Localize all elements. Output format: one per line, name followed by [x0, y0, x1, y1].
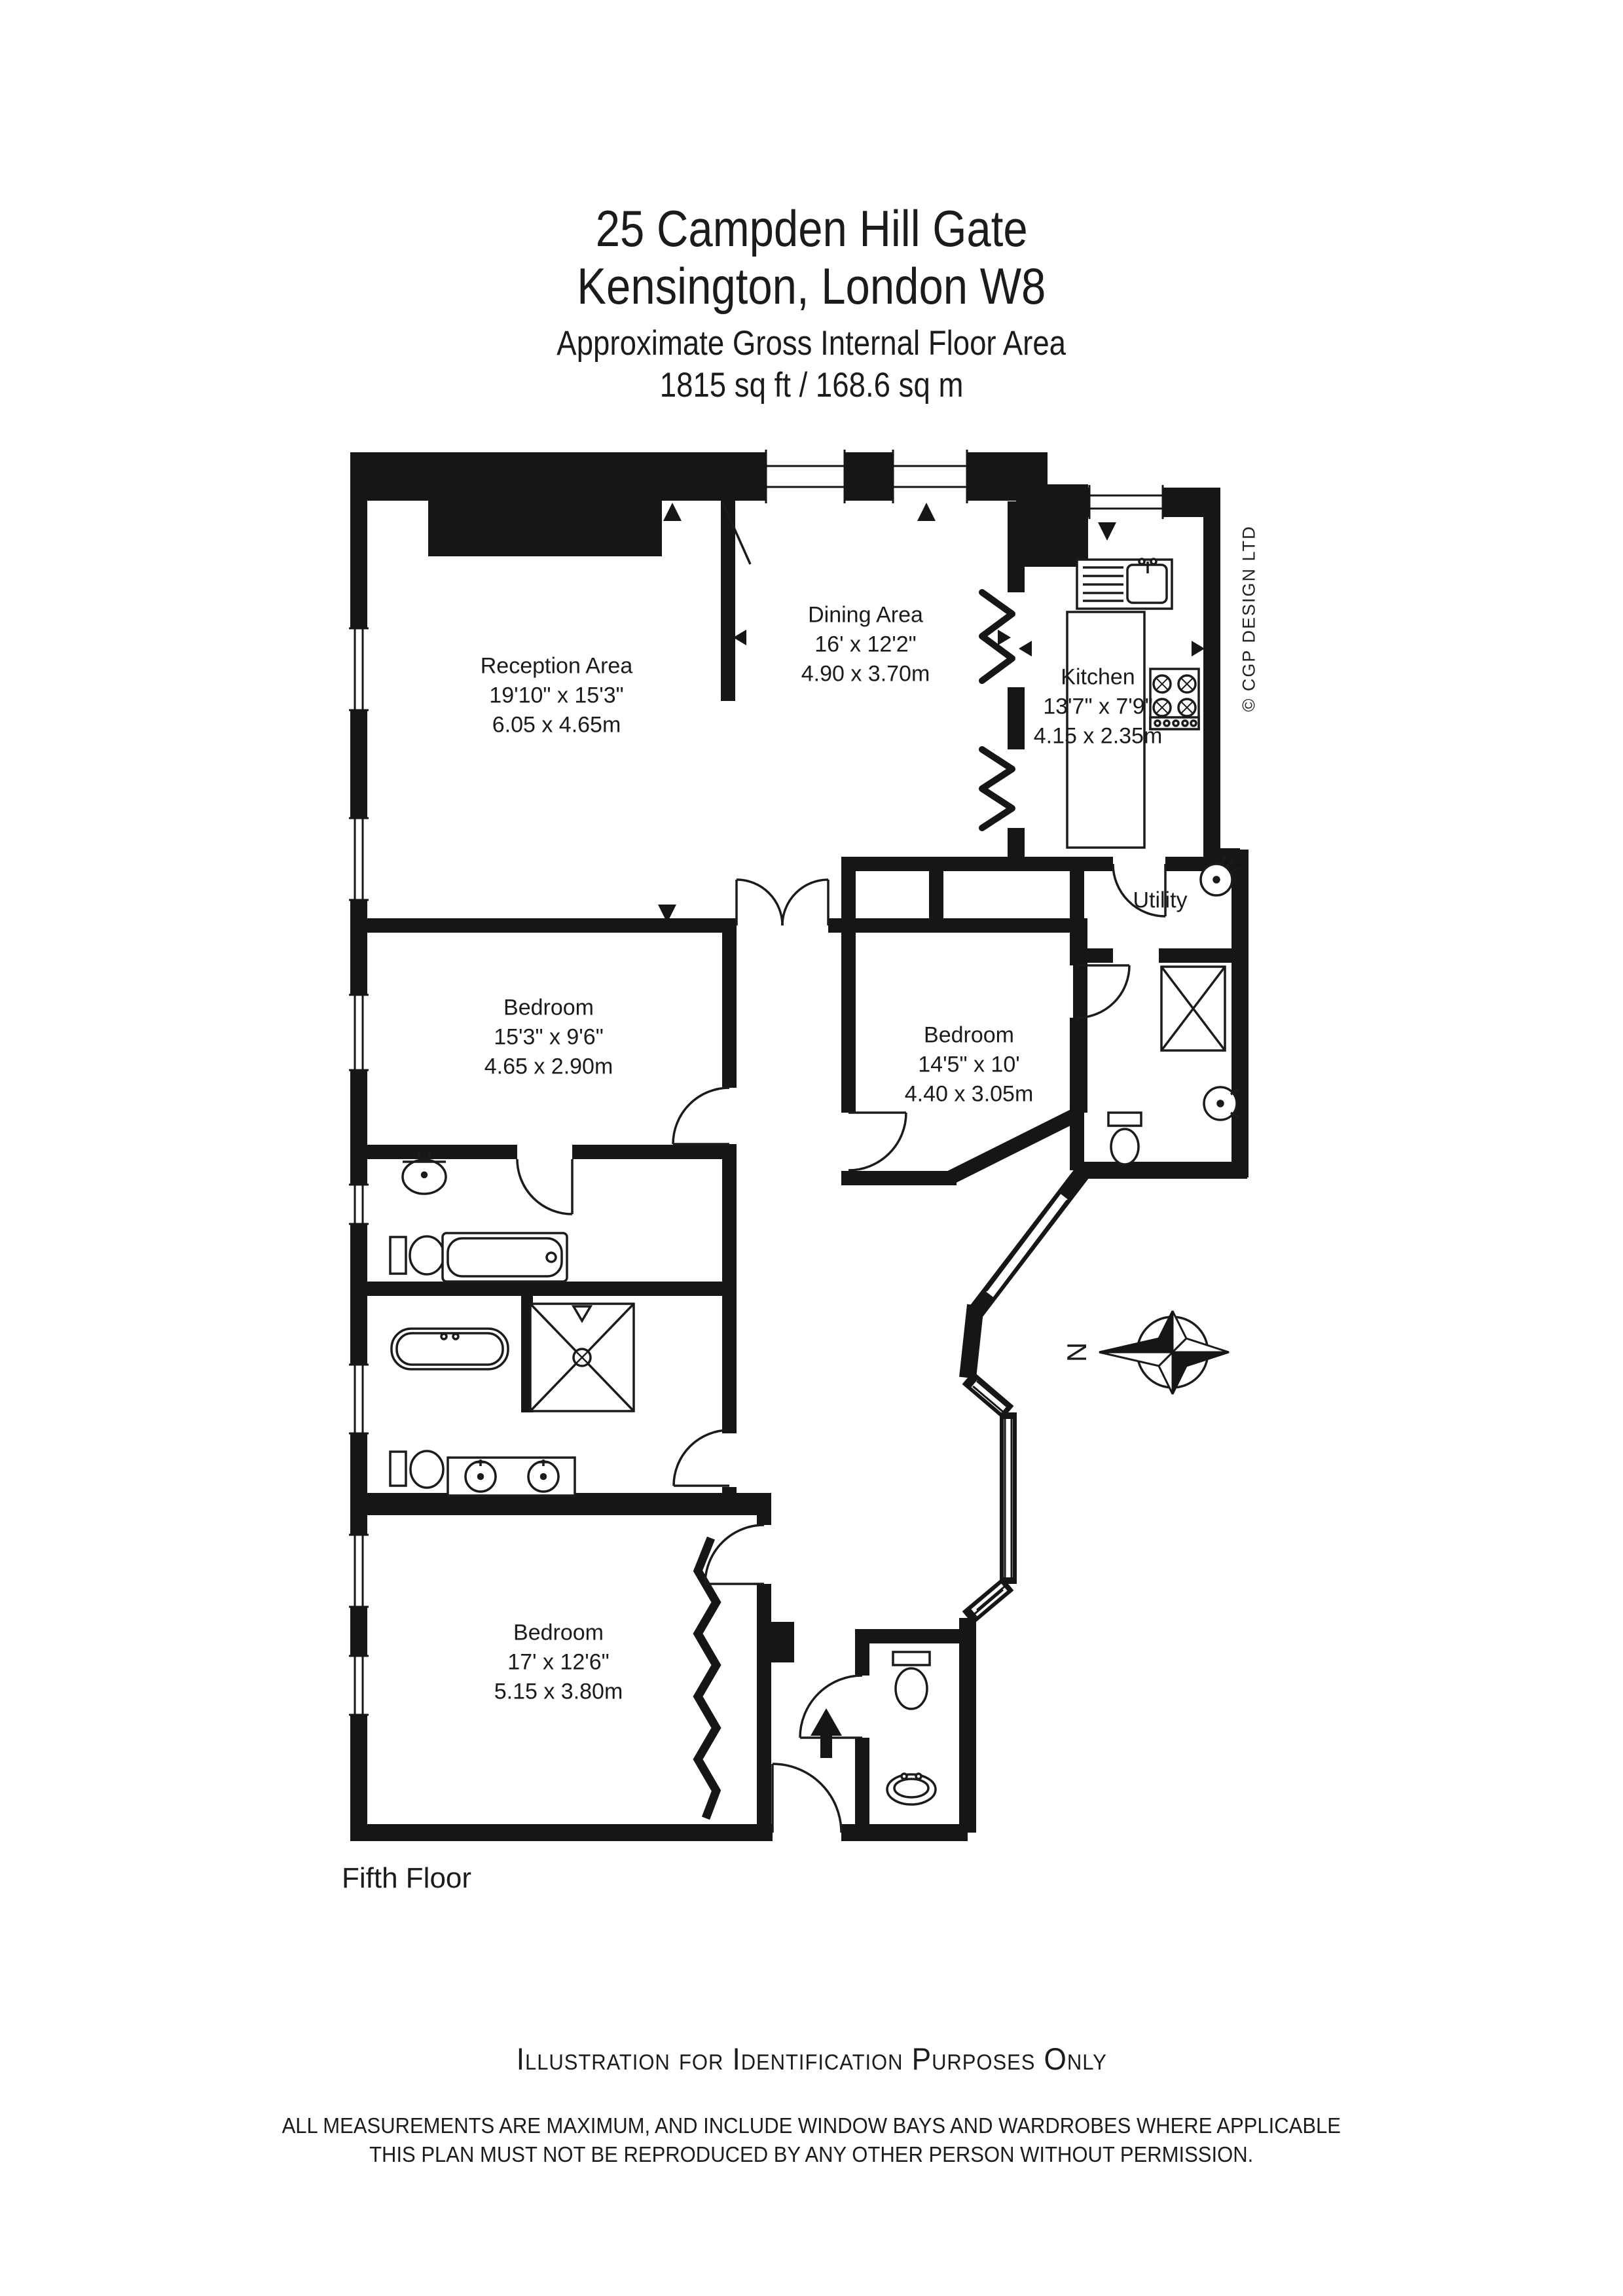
- room-size-metric: 4.40 x 3.05m: [904, 1081, 1034, 1107]
- room-name: Bedroom: [503, 995, 594, 1020]
- disclaimer-line2-text: THIS PLAN MUST NOT BE REPRODUCED BY ANY …: [369, 2142, 1254, 2166]
- wc-fixtures: [886, 1651, 937, 1806]
- disclaimer-line2: THIS PLAN MUST NOT BE REPRODUCED BY ANY …: [0, 2140, 1623, 2169]
- room-size-imperial: 16' x 12'2": [814, 632, 917, 657]
- room-size-imperial: 15'3" x 9'6": [494, 1024, 604, 1050]
- room-size-imperial: 17' x 12'6": [507, 1649, 610, 1675]
- identification-note-text: Illustration for Identification Purposes…: [516, 2041, 1107, 2076]
- bedroom-left-door: [672, 1086, 730, 1145]
- utility-door: [1112, 863, 1167, 918]
- entry-arrow-icon: [811, 1708, 842, 1758]
- zigzag-opening-icon: [979, 589, 1015, 831]
- room-name: Bedroom: [924, 1022, 1014, 1048]
- wall-basin-icon: [401, 1149, 447, 1195]
- toilet-icon: [1107, 1111, 1142, 1166]
- room-size-metric: 6.05 x 4.65m: [492, 712, 621, 738]
- floor-area-heading: Approximate Gross Internal Floor Area: [0, 322, 1623, 365]
- toilet-icon: [389, 1450, 445, 1489]
- room-name: Reception Area: [480, 653, 633, 679]
- wardrobe-zigzag-icon: [693, 1536, 721, 1820]
- bathroom-fixtures: [389, 1302, 635, 1497]
- room-size-metric: 4.90 x 3.70m: [801, 661, 930, 687]
- bedroom-right-door: [848, 1111, 907, 1172]
- room-size-metric: 5.15 x 3.80m: [494, 1679, 623, 1704]
- utility-fixtures: [1199, 855, 1239, 897]
- compass-north-label: N: [1061, 1342, 1092, 1363]
- double-door-right: [781, 878, 830, 926]
- reception-dining-door-leaf: [721, 502, 752, 565]
- room-size-imperial: 19'10" x 15'3": [489, 683, 624, 708]
- room-label-dining: Dining Area 16' x 12'2" 4.90 x 3.70m: [801, 601, 930, 689]
- closet-icon: [1160, 965, 1226, 1052]
- room-name: Dining Area: [808, 602, 923, 628]
- floor-level-label: Fifth Floor: [342, 1862, 472, 1894]
- floor-area-value-text: 1815 sq ft / 168.6 sq m: [659, 366, 964, 404]
- hob-icon: [1149, 668, 1200, 730]
- plan-arrow-icons: [658, 503, 1205, 923]
- property-address-line1: 25 Campden Hill Gate: [595, 200, 1028, 257]
- room-label-bedroom-left: Bedroom 15'3" x 9'6" 4.65 x 2.90m: [484, 994, 613, 1082]
- disclaimer-line1-text: ALL MEASUREMENTS ARE MAXIMUM, AND INCLUD…: [282, 2113, 1341, 2138]
- room-name: Utility: [1133, 888, 1188, 913]
- kitchen-counter: [1066, 611, 1146, 849]
- pedestal-basin-icon: [886, 1772, 937, 1806]
- windows: [349, 450, 1164, 1716]
- entry-door: [771, 1763, 843, 1833]
- double-vanity-icon: [447, 1456, 576, 1497]
- shower-icon: [529, 1302, 635, 1412]
- room-label-bedroom-bottom: Bedroom 17' x 12'6" 5.15 x 3.80m: [494, 1619, 623, 1707]
- toilet-icon: [892, 1651, 931, 1710]
- interior-walls: [350, 501, 1247, 1833]
- compass-icon: [1099, 1310, 1230, 1395]
- room-size-metric: 4.15 x 2.35m: [1033, 723, 1163, 749]
- page-title-line2: Kensington, London W8: [0, 257, 1623, 315]
- room-label-utility: Utility: [1133, 886, 1187, 916]
- double-door-left: [735, 878, 784, 926]
- shower-room-door: [1076, 964, 1131, 1019]
- room-label-reception: Reception Area 19'10" x 15'3" 6.05 x 4.6…: [481, 652, 633, 740]
- room-size-imperial: 14'5" x 10': [918, 1052, 1020, 1077]
- bathroom-door: [672, 1429, 730, 1487]
- room-size-imperial: 13'7" x 7'9": [1043, 694, 1153, 719]
- ensuite-door: [516, 1158, 574, 1215]
- round-basin-icon: [1203, 1086, 1239, 1121]
- room-name: Kitchen: [1061, 664, 1135, 690]
- wall-fills: [350, 452, 1220, 1662]
- page-title: 25 Campden Hill Gate: [0, 200, 1623, 257]
- floor-area-value: 1815 sq ft / 168.6 sq m: [0, 364, 1623, 407]
- floor-area-heading-text: Approximate Gross Internal Floor Area: [556, 324, 1067, 363]
- room-label-bedroom-right: Bedroom 14'5" x 10' 4.40 x 3.05m: [905, 1021, 1034, 1109]
- room-label-kitchen: Kitchen 13'7" x 7'9" 4.15 x 2.35m: [1034, 663, 1163, 751]
- room-size-metric: 4.65 x 2.90m: [484, 1054, 613, 1079]
- bath-icon: [441, 1232, 568, 1283]
- disclaimer-line1: ALL MEASUREMENTS ARE MAXIMUM, AND INCLUD…: [0, 2111, 1623, 2140]
- room-name: Bedroom: [513, 1620, 604, 1645]
- property-address-line2: Kensington, London W8: [577, 257, 1046, 315]
- kitchen-fixtures: [1066, 558, 1200, 849]
- shower-room-fixtures: [1107, 965, 1239, 1166]
- freestanding-bath-icon: [390, 1327, 509, 1371]
- copyright-text: © CGP DESIGN LTD: [1239, 525, 1259, 712]
- identification-note: Illustration for Identification Purposes…: [0, 2041, 1623, 2077]
- toilet-icon: [389, 1235, 445, 1276]
- bedroom-bottom-door: [704, 1524, 765, 1585]
- ensuite-fixtures: [389, 1149, 568, 1283]
- chimney-breast: [428, 501, 662, 556]
